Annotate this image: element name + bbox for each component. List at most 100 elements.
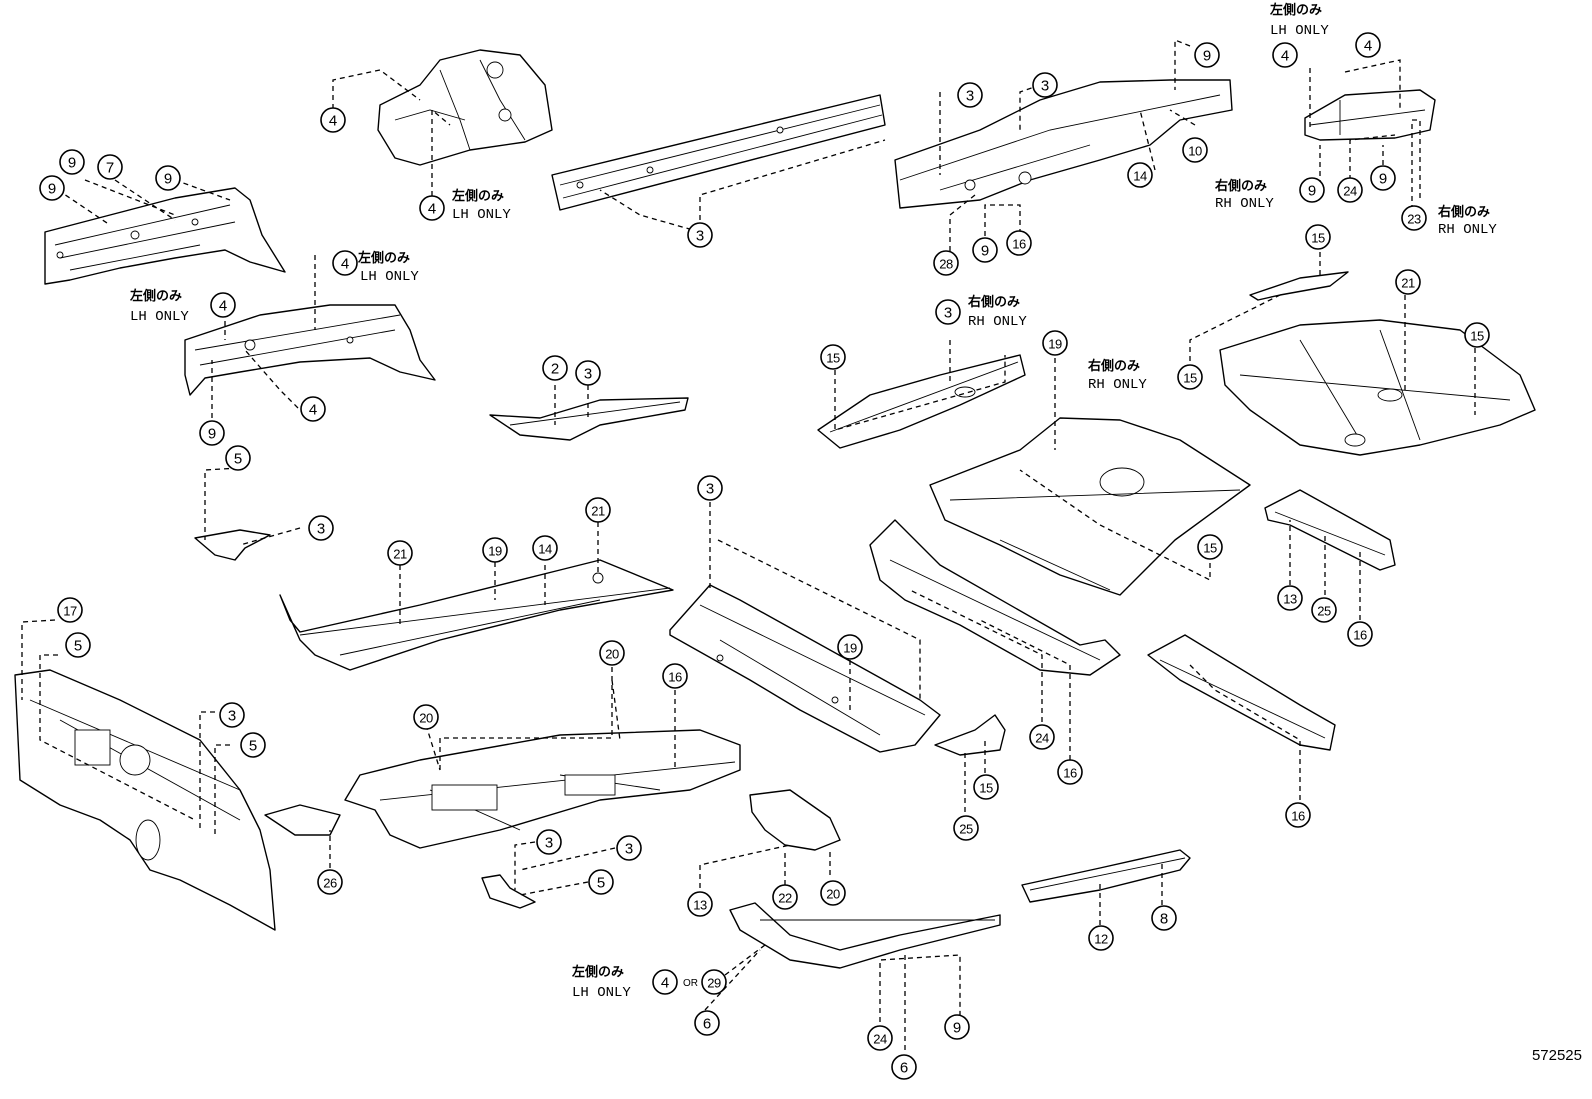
- callout-number: 9: [1379, 171, 1387, 188]
- callout-circle: [944, 1014, 970, 1040]
- callout-24: 24: [1337, 177, 1363, 203]
- callout-number: 3: [966, 88, 974, 105]
- note-en: LH ONLY: [452, 207, 511, 223]
- callout-9: 9: [1370, 165, 1396, 191]
- callout-circle: [585, 497, 611, 523]
- callout-19: 19: [837, 634, 863, 660]
- part-small-crossmember: [1304, 89, 1436, 141]
- callout-circle: [57, 597, 83, 623]
- callout-circle: [1182, 137, 1208, 163]
- callout-number: 16: [668, 670, 682, 685]
- callout-circle: [820, 344, 846, 370]
- callout-16: 16: [1006, 230, 1032, 256]
- note-jp: 右側のみ: [1087, 358, 1140, 374]
- part-center-crossmember: [669, 584, 941, 753]
- callout-number: 6: [703, 1016, 711, 1033]
- note-en: RH ONLY: [1215, 196, 1274, 212]
- callout-number: 4: [341, 256, 349, 273]
- callout-number: 5: [597, 875, 605, 892]
- callout-number: 15: [979, 781, 993, 796]
- callout-3: 3: [308, 515, 334, 541]
- callout-number: 4: [661, 975, 669, 992]
- part-rear-floor-side: [817, 354, 1026, 449]
- callout-29: 29: [701, 969, 727, 995]
- note-en: LH ONLY: [1270, 23, 1329, 39]
- part-rear-side-member-lower: [1147, 634, 1336, 751]
- callout-number: 16: [1012, 237, 1026, 252]
- callout-number: 13: [1283, 592, 1297, 607]
- callout-circle: [820, 880, 846, 906]
- callout-circle: [1401, 205, 1427, 231]
- part-center-floor: [929, 417, 1251, 596]
- callout-circle: [155, 165, 181, 191]
- part-wheel-apron: [377, 49, 553, 166]
- part-dash-panel: [14, 669, 276, 931]
- note-lh-only-2: 左側のみ LH ONLY: [358, 250, 419, 285]
- callout-15: 15: [1177, 364, 1203, 390]
- part-outlines: [14, 49, 1536, 969]
- callout-circle: [575, 360, 601, 386]
- callout-number: 5: [234, 451, 242, 468]
- callout-number: 9: [68, 155, 76, 172]
- callout-circle: [1088, 925, 1114, 951]
- callout-circle: [210, 292, 236, 318]
- callout-number: 4: [428, 201, 436, 218]
- callout-circle: [973, 774, 999, 800]
- callout-9: 9: [972, 237, 998, 263]
- callout-circle: [225, 445, 251, 471]
- callout-number: 6: [900, 1060, 908, 1077]
- callout-number: 3: [228, 708, 236, 725]
- callout-circle: [1057, 759, 1083, 785]
- callout-number: 4: [1281, 48, 1289, 65]
- callout-circle: [542, 355, 568, 381]
- part-rear-side-member-upper: [894, 79, 1233, 209]
- notes: 左側のみ LH ONLY 左側のみ LH ONLY 左側のみ LH ONLY 左…: [130, 2, 1497, 1001]
- callout-13: 13: [687, 891, 713, 917]
- callout-25: 25: [1311, 597, 1337, 623]
- callout-25: 25: [953, 815, 979, 841]
- callout-number: 20: [419, 711, 433, 726]
- callout-9: 9: [39, 175, 65, 201]
- note-lh-only-3: 左側のみ LH ONLY: [130, 288, 189, 325]
- callout-4: 4: [332, 250, 358, 276]
- callout-circle: [687, 222, 713, 248]
- callout-number: 22: [778, 891, 792, 906]
- callout-2: 2: [542, 355, 568, 381]
- part-small-brace: [489, 397, 689, 441]
- callout-circle: [1194, 42, 1220, 68]
- callout-number: 4: [219, 298, 227, 315]
- callout-circle: [662, 663, 688, 689]
- callout-number: 24: [1035, 731, 1049, 746]
- callout-circle: [1285, 802, 1311, 828]
- note-en: LH ONLY: [360, 269, 419, 285]
- callout-number: 19: [488, 544, 502, 559]
- note-en: RH ONLY: [968, 314, 1027, 330]
- callout-number: 15: [1470, 329, 1484, 344]
- callout-number: 3: [584, 366, 592, 383]
- callout-number: 16: [1353, 628, 1367, 643]
- part-dash-member: [184, 304, 436, 396]
- callout-number: 3: [944, 305, 952, 322]
- callout-4: 4: [300, 396, 326, 422]
- part-bracket-26: [264, 804, 341, 836]
- callout-3: 3: [1032, 72, 1058, 98]
- callout-circle: [332, 250, 358, 276]
- callout-circle: [599, 640, 625, 666]
- note-rh-only-1: 右側のみ RH ONLY: [1214, 178, 1274, 212]
- callout-number: 24: [1343, 184, 1357, 199]
- callout-circle: [687, 891, 713, 917]
- callout-number: 3: [625, 841, 633, 858]
- part-bracket-25: [934, 714, 1006, 756]
- note-rh-only-4: 右側のみ RH ONLY: [1087, 358, 1147, 393]
- callout-number: 9: [1203, 48, 1211, 65]
- callout-number: 9: [48, 181, 56, 198]
- callout-6: 6: [891, 1054, 917, 1080]
- callout-number: 21: [393, 547, 407, 562]
- callout-5: 5: [225, 445, 251, 471]
- callout-number: 29: [707, 976, 721, 991]
- callout-number: 25: [959, 822, 973, 837]
- part-rear-floor-pan: [1219, 319, 1536, 456]
- callout-circle: [65, 632, 91, 658]
